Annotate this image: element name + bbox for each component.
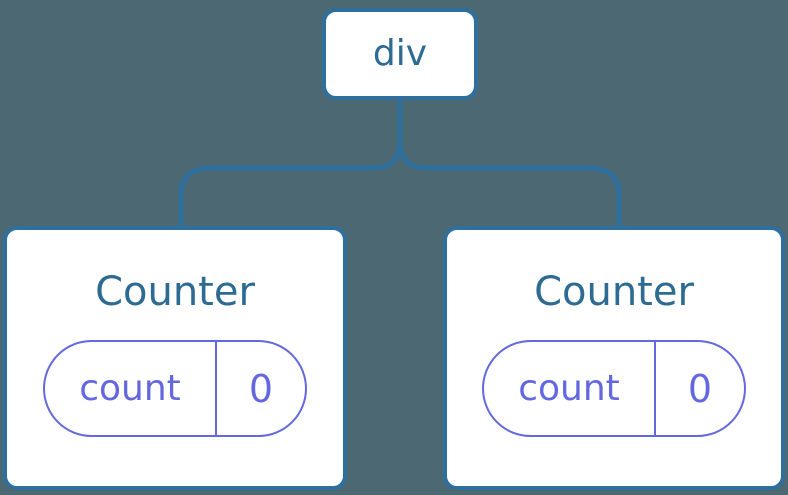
state-badge: count 0 <box>43 340 307 437</box>
state-key-label: count <box>79 368 181 409</box>
state-value-label: 0 <box>215 342 305 435</box>
state-key-label: count <box>518 368 620 409</box>
root-node-label: div <box>372 33 428 74</box>
connector-branch-left <box>178 96 403 227</box>
component-name-label: Counter <box>534 269 694 315</box>
root-node-div: div <box>322 8 478 100</box>
counter-node-left: Counter count 0 <box>3 226 347 490</box>
state-badge: count 0 <box>482 340 746 437</box>
counter-node-right: Counter count 0 <box>443 226 785 490</box>
connector-branch-right <box>397 140 622 227</box>
state-value-label: 0 <box>654 342 744 435</box>
component-name-label: Counter <box>95 269 255 315</box>
